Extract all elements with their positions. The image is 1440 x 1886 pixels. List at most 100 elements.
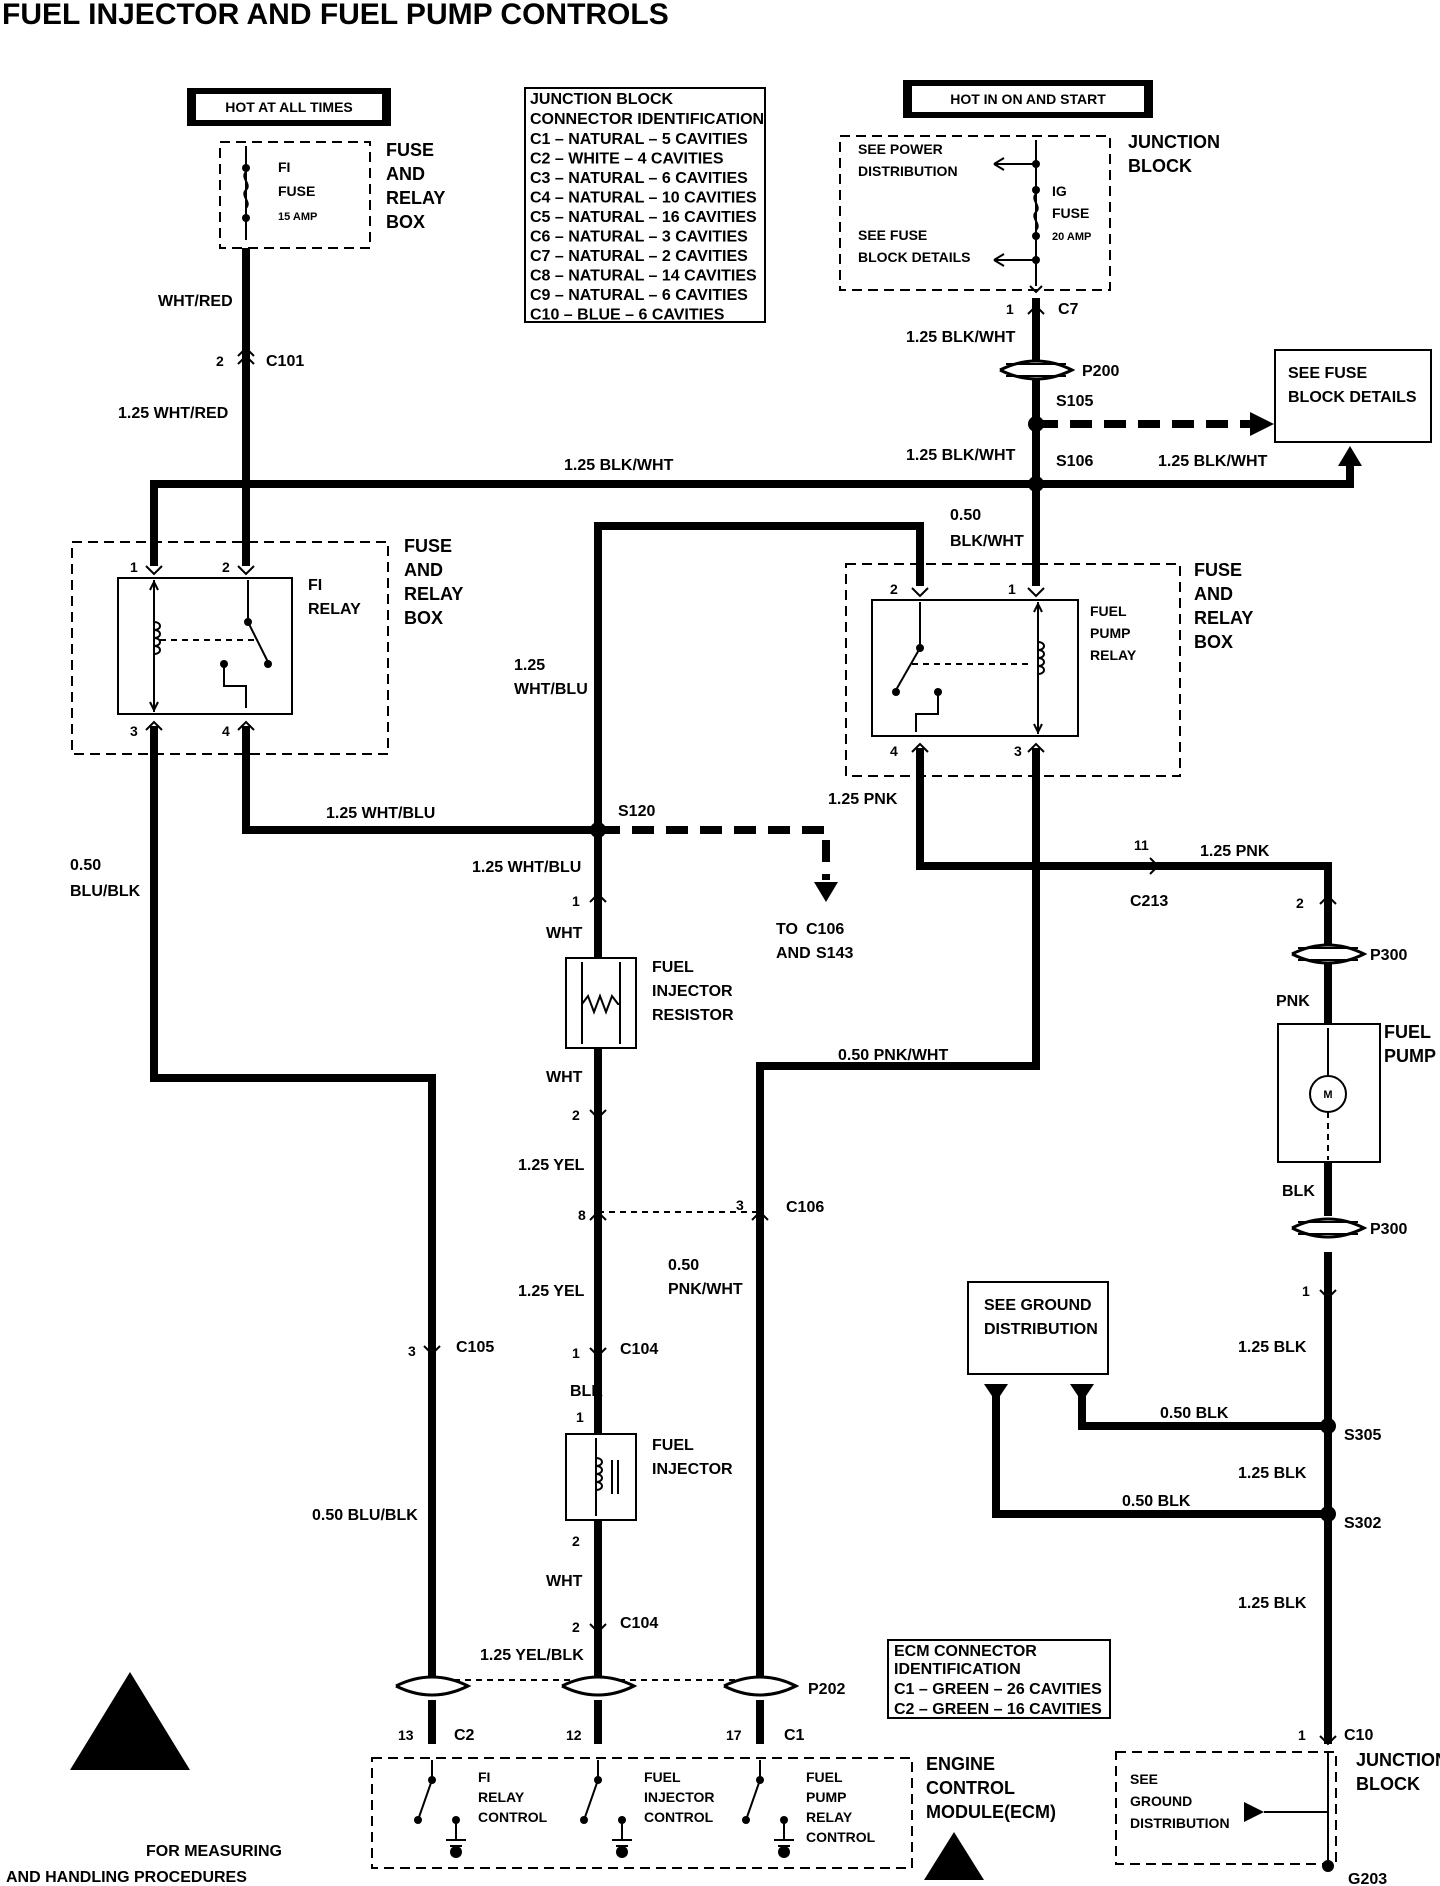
junction-block-top [839, 135, 1111, 291]
ecm-box [371, 1757, 913, 1869]
svg-text:RELAY: RELAY [404, 584, 463, 604]
svg-text:FUEL: FUEL [806, 1769, 843, 1785]
svg-text:PNK: PNK [1276, 993, 1310, 1010]
label-s305: S305 [1344, 1427, 1381, 1444]
s143-ref: S143 [816, 945, 853, 962]
fuse-symbol-icon [1033, 193, 1039, 231]
label-c105: C105 [456, 1339, 494, 1356]
svg-text:JUNCTION: JUNCTION [1356, 1750, 1440, 1770]
svg-text:SEE GROUND: SEE GROUND [984, 1297, 1092, 1314]
svg-text:INJECTOR: INJECTOR [652, 1461, 733, 1478]
diagram-title: FUEL INJECTOR AND FUEL PUMP CONTROLS [2, 0, 669, 31]
svg-text:1.25 WHT/BLU: 1.25 WHT/BLU [472, 859, 581, 876]
ground-icon [616, 1846, 628, 1858]
svg-text:RELAY: RELAY [1194, 608, 1253, 628]
svg-text:1.25 WHT/RED: 1.25 WHT/RED [118, 405, 228, 422]
junction-block-id-row: C6 – NATURAL – 3 CAVITIES [530, 229, 748, 246]
svg-text:1.25 YEL: 1.25 YEL [518, 1157, 585, 1174]
svg-text:C1 – GREEN – 26 CAVITIES: C1 – GREEN – 26 CAVITIES [894, 1681, 1102, 1698]
motor-icon [1309, 1075, 1347, 1113]
svg-text:FUEL: FUEL [1090, 603, 1127, 619]
label-p200: P200 [1082, 363, 1119, 380]
p300-connector-top [1291, 943, 1368, 965]
svg-text:CONNECTOR IDENTIFICATION: CONNECTOR IDENTIFICATION [530, 111, 764, 128]
svg-text:BLOCK DETAILS: BLOCK DETAILS [1288, 389, 1417, 406]
injector-coil-icon [595, 1457, 603, 1491]
svg-text:1: 1 [1008, 581, 1016, 597]
svg-text:IG: IG [1052, 183, 1067, 199]
svg-text:PUMP: PUMP [1090, 625, 1130, 641]
svg-text:AND: AND [776, 945, 811, 962]
svg-text:RELAY: RELAY [478, 1789, 525, 1805]
ecm-connector-id-table [887, 1639, 1111, 1719]
svg-text:WHT: WHT [546, 1573, 583, 1590]
arrow-left-icon [993, 157, 1005, 171]
svg-text:FUEL: FUEL [644, 1769, 681, 1785]
wire-to-c106-s143 [598, 826, 830, 880]
svg-text:1: 1 [572, 1345, 580, 1361]
wire-wht-blu-s120 [242, 726, 598, 834]
junction-block-id-row: C5 – NATURAL – 16 CAVITIES [530, 209, 757, 226]
svg-text:0.50: 0.50 [950, 507, 981, 524]
svg-text:AND: AND [386, 164, 425, 184]
svg-text:CONTROL: CONTROL [806, 1829, 876, 1845]
label-p300-top: P300 [1370, 947, 1407, 964]
svg-text:1.25 PNK: 1.25 PNK [1200, 843, 1270, 860]
svg-text:RELAY: RELAY [1090, 647, 1137, 663]
svg-text:WHT/BLU: WHT/BLU [514, 681, 588, 698]
fuse-symbol-icon [243, 171, 249, 209]
svg-text:0.50 BLK: 0.50 BLK [1122, 1493, 1191, 1510]
svg-text:12: 12 [566, 1727, 582, 1743]
label-c10: C10 [1344, 1727, 1373, 1744]
svg-text:BLOCK DETAILS: BLOCK DETAILS [858, 249, 971, 265]
svg-text:FUEL: FUEL [652, 1437, 694, 1454]
ecm-switches [414, 1760, 794, 1847]
svg-text:1: 1 [1006, 301, 1014, 317]
svg-text:SEE FUSE: SEE FUSE [858, 227, 927, 243]
see-ground-distribution-box [967, 1281, 1109, 1375]
svg-text:FUEL: FUEL [1384, 1022, 1431, 1042]
svg-text:3: 3 [736, 1197, 744, 1213]
wire-pnk [916, 748, 1332, 1024]
fuel-pump-relay-fuse-box [845, 563, 1181, 777]
svg-text:15 AMP: 15 AMP [278, 211, 317, 223]
svg-text:1.25 BLK/WHT: 1.25 BLK/WHT [906, 447, 1016, 464]
label-s105: S105 [1056, 393, 1093, 410]
svg-text:BOX: BOX [1194, 632, 1233, 652]
svg-text:1: 1 [576, 1409, 584, 1425]
junction-block-id-row: C1 – NATURAL – 5 CAVITIES [530, 131, 748, 148]
svg-text:2: 2 [1296, 895, 1304, 911]
svg-text:17: 17 [726, 1727, 742, 1743]
fi-fuse-name: FI [278, 159, 290, 175]
svg-text:BLOCK: BLOCK [1128, 156, 1192, 176]
svg-text:TO: TO [776, 921, 798, 938]
svg-text:0.50: 0.50 [70, 857, 101, 874]
resistor-icon [581, 993, 620, 1015]
svg-text:MODULE: MODULE [926, 1802, 1004, 1822]
svg-text:13: 13 [398, 1727, 414, 1743]
svg-text:1: 1 [572, 893, 580, 909]
label-c104-bottom: C104 [620, 1615, 658, 1632]
esd-measuring-icon [70, 1672, 190, 1770]
svg-text:DISTRIBUTION: DISTRIBUTION [984, 1321, 1098, 1338]
svg-text:PUMP: PUMP [1384, 1046, 1436, 1066]
svg-text:CONTROL: CONTROL [926, 1778, 1015, 1798]
svg-text:C2 – GREEN – 16 CAVITIES: C2 – GREEN – 16 CAVITIES [894, 1701, 1102, 1718]
arrow-left-icon [993, 253, 1005, 267]
svg-text:1.25 BLK: 1.25 BLK [1238, 1595, 1307, 1612]
svg-text:DISTRIBUTION: DISTRIBUTION [1130, 1815, 1230, 1831]
svg-text:3: 3 [1014, 743, 1022, 759]
fi-relay-fuse-box [71, 541, 389, 755]
label-s106: S106 [1056, 453, 1093, 470]
p200-connector [999, 359, 1076, 381]
svg-text:M: M [1323, 1089, 1332, 1101]
wire-blu-blk [150, 726, 436, 1680]
svg-text:FUSE: FUSE [278, 183, 315, 199]
svg-text:PNK/WHT: PNK/WHT [668, 1281, 743, 1298]
svg-text:20 AMP: 20 AMP [1052, 231, 1091, 243]
relay-coil-icon [1037, 641, 1045, 675]
relay-coil-icon [153, 621, 161, 655]
label-p202: P202 [808, 1681, 845, 1698]
